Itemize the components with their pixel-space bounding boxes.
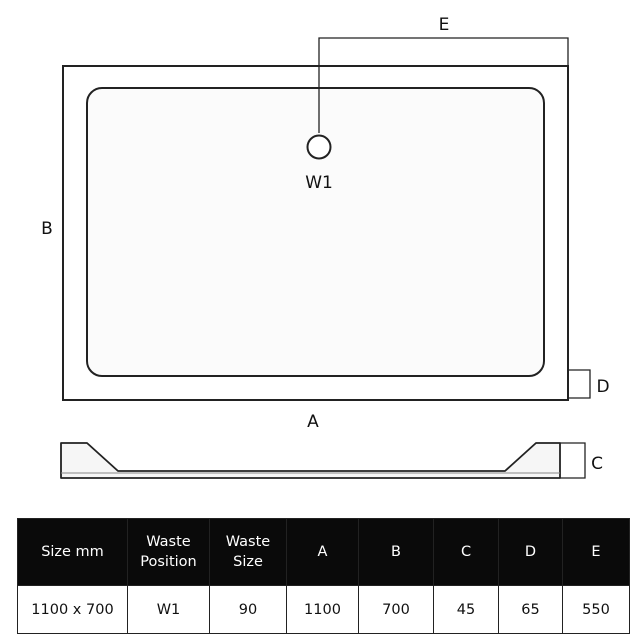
cell-d: 65	[498, 585, 563, 634]
dimension-e-line	[318, 37, 569, 133]
waste-w1-label: W1	[305, 173, 333, 193]
spec-table: Size mm Waste Position Waste Size A B C …	[17, 518, 630, 634]
cell-b: 700	[358, 585, 434, 634]
tray-basin	[86, 87, 545, 377]
dimension-c-label: C	[591, 454, 603, 474]
header-waste-size: Waste Size	[209, 518, 287, 586]
cell-waste-position: W1	[127, 585, 210, 634]
spec-table-header-row: Size mm Waste Position Waste Size A B C …	[17, 518, 630, 586]
dimension-d-box	[568, 369, 591, 399]
header-a: A	[286, 518, 359, 586]
spec-table-row: 1100 x 700 W1 90 1100 700 45 65 550	[17, 585, 630, 634]
cell-size: 1100 x 700	[17, 585, 128, 634]
dimension-a-label: A	[307, 412, 319, 432]
dimension-b-label: B	[41, 219, 53, 239]
tray-side-profile	[60, 442, 561, 479]
header-waste-position: Waste Position	[127, 518, 210, 586]
waste-w1-hole	[306, 134, 332, 160]
dimension-c-box	[560, 442, 586, 479]
header-size: Size mm	[17, 518, 128, 586]
cell-c: 45	[433, 585, 499, 634]
dimension-e-label: E	[439, 15, 450, 35]
header-b: B	[358, 518, 434, 586]
cell-waste-size: 90	[209, 585, 287, 634]
dimension-d-label: D	[596, 377, 609, 397]
header-e: E	[562, 518, 630, 586]
header-c: C	[433, 518, 499, 586]
cell-a: 1100	[286, 585, 359, 634]
header-d: D	[498, 518, 563, 586]
cell-e: 550	[562, 585, 630, 634]
